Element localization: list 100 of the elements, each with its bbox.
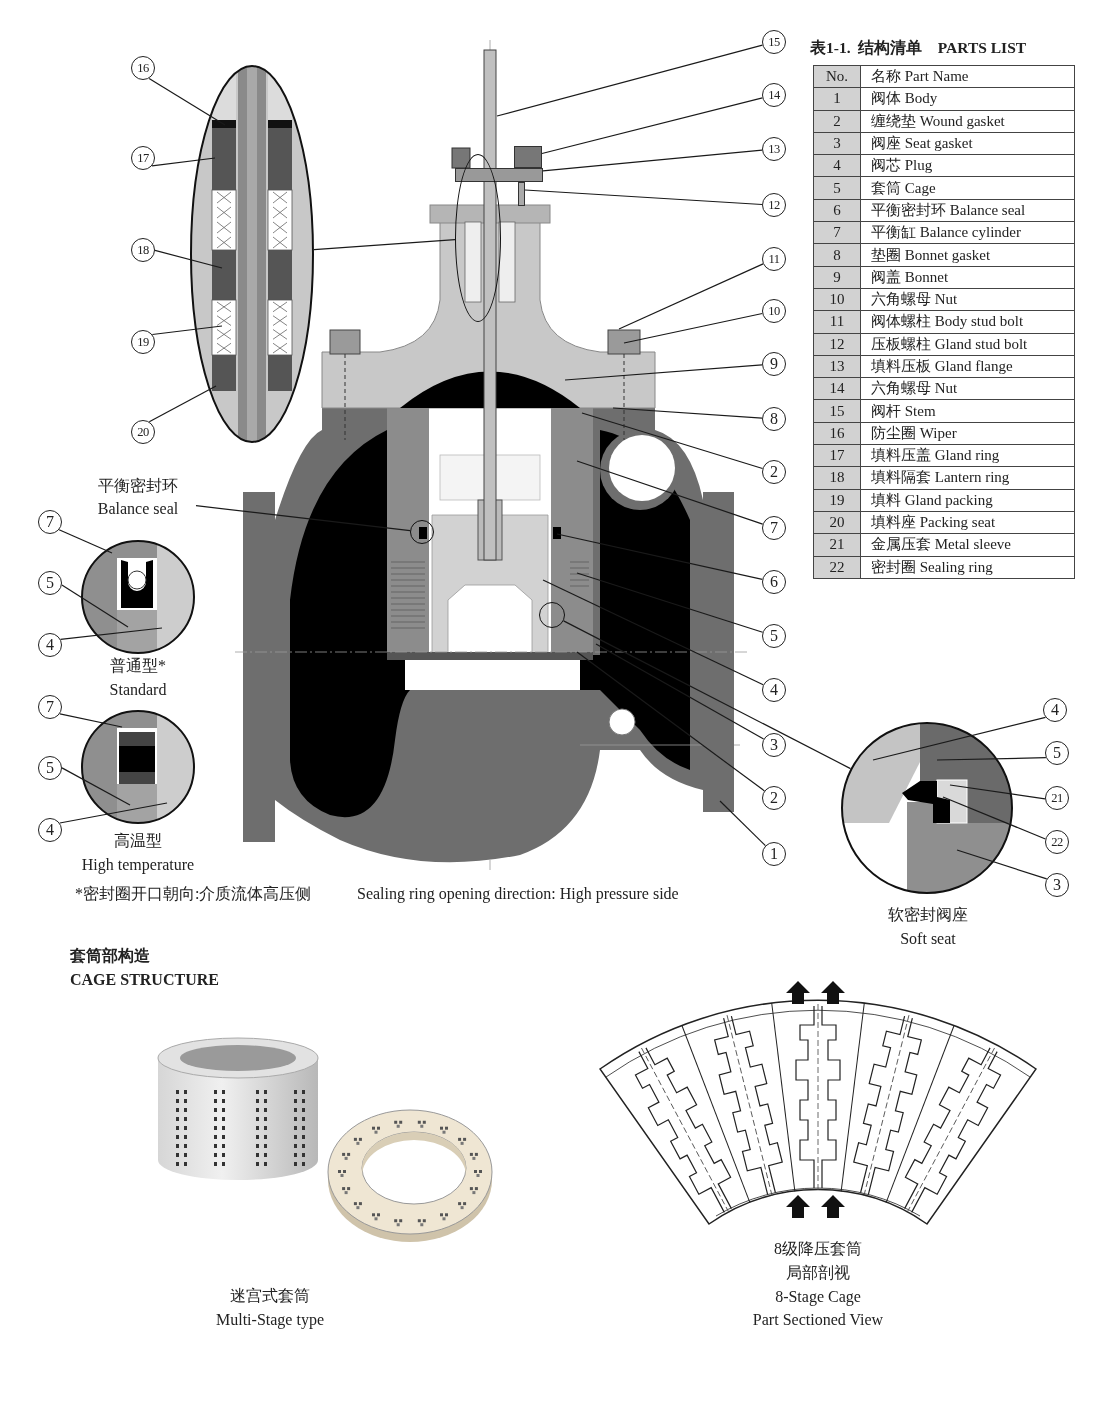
- callout-number: 2: [762, 786, 786, 810]
- part-name: 平衡缸 Balance cylinder: [860, 221, 1075, 244]
- part-number: 8: [813, 243, 861, 267]
- detail-caption: Soft seat: [900, 930, 956, 947]
- part-name: 密封圈 Sealing ring: [860, 556, 1075, 579]
- hex-nut: [514, 146, 542, 168]
- leader-line: [541, 97, 763, 155]
- callout-number: 5: [38, 756, 62, 780]
- part-number: 12: [813, 333, 861, 356]
- leader-line: [612, 407, 763, 419]
- part-label: 平衡密封环: [98, 476, 178, 496]
- part-number: 4: [813, 154, 861, 177]
- part-name: 金属压套 Metal sleeve: [860, 533, 1075, 557]
- callout-number: 7: [38, 695, 62, 719]
- part-name: 垫圈 Bonnet gasket: [860, 243, 1075, 267]
- leader-line: [524, 189, 763, 206]
- part-number: 11: [813, 310, 861, 334]
- part-name: 套筒 Cage: [860, 177, 1075, 200]
- callout-number: 11: [762, 247, 786, 271]
- callout-number: 2: [762, 460, 786, 484]
- leader-line: [148, 77, 226, 126]
- leader-line: [195, 505, 411, 532]
- leader-line: [576, 572, 764, 633]
- part-number: 17: [813, 444, 861, 467]
- callout-number: 5: [38, 571, 62, 595]
- column-header: 名称 Part Name: [860, 65, 1075, 88]
- part-number: 19: [813, 489, 861, 512]
- callout-number: 4: [38, 633, 62, 657]
- leader-line: [59, 627, 163, 640]
- callout-number: 7: [38, 510, 62, 534]
- part-number: 6: [813, 199, 861, 222]
- part-number: 9: [813, 266, 861, 289]
- part-name: 填料座 Packing seat: [860, 511, 1075, 534]
- caption-text: Sealing ring opening direction: High pressure side: [357, 884, 679, 904]
- callout-number: 13: [762, 137, 786, 161]
- part-number: 2: [813, 110, 861, 133]
- detail-caption: 普通型*: [110, 657, 166, 674]
- part-number: 21: [813, 533, 861, 557]
- section-heading: CAGE STRUCTURE: [70, 970, 219, 990]
- callout-number: 4: [1043, 698, 1067, 722]
- part-name: 填料隔套 Lantern ring: [860, 466, 1075, 490]
- part-number: 22: [813, 556, 861, 579]
- part-number: 1: [813, 87, 861, 111]
- callout-number: 19: [131, 330, 155, 354]
- callout-number: 6: [762, 570, 786, 594]
- leader-line: [58, 529, 113, 554]
- part-name: 阀盖 Bonnet: [860, 266, 1075, 289]
- leader-line: [496, 44, 763, 117]
- part-name: 阀杆 Stem: [860, 399, 1075, 423]
- callout-number: 3: [1045, 873, 1069, 897]
- soft-seat-detail-drawing: [841, 722, 1013, 894]
- callout-number: 3: [762, 733, 786, 757]
- part-name: 填料压板 Gland flange: [860, 355, 1075, 378]
- detail-caption: 高温型: [114, 832, 162, 849]
- leader-line: [556, 533, 763, 580]
- callout-number: 5: [762, 624, 786, 648]
- part-number: 10: [813, 288, 861, 311]
- part-name: 防尘圈 Wiper: [860, 422, 1075, 445]
- callout-number: 1: [762, 842, 786, 866]
- part-name: 平衡密封环 Balance seal: [860, 199, 1075, 222]
- part-number: 18: [813, 466, 861, 490]
- caption-text: 局部剖视: [785, 1263, 851, 1283]
- part-name: 阀体 Body: [860, 87, 1075, 111]
- leader-line: [949, 784, 1046, 800]
- leader-line: [956, 849, 1048, 880]
- callout-number: 14: [762, 83, 786, 107]
- part-name: 阀体螺柱 Body stud bolt: [860, 310, 1075, 334]
- leader-line: [581, 412, 764, 470]
- part-number: 3: [813, 132, 861, 155]
- leader-line: [154, 249, 223, 269]
- callout-number: 18: [131, 238, 155, 262]
- callout-number: 20: [131, 420, 155, 444]
- section-heading: 套筒部构造: [70, 946, 150, 966]
- part-number: 13: [813, 355, 861, 378]
- callout-number: 16: [131, 56, 155, 80]
- leader-line: [59, 713, 123, 728]
- callout-number: 12: [762, 193, 786, 217]
- part-name: 压板螺柱 Gland stud bolt: [860, 333, 1075, 356]
- leader-line: [59, 802, 168, 824]
- leader-line: [936, 757, 1047, 761]
- leader-line: [313, 239, 456, 251]
- part-name: 填料压盖 Gland ring: [860, 444, 1075, 467]
- part-name: 阀芯 Plug: [860, 154, 1075, 177]
- caption-text: 8-Stage Cage: [774, 1287, 862, 1307]
- callout-number: 7: [762, 516, 786, 540]
- part-number: 5: [813, 177, 861, 200]
- detail-caption: 软密封阀座: [888, 906, 968, 923]
- callout-number: 5: [1045, 741, 1069, 765]
- callout-number: 21: [1045, 786, 1069, 810]
- leader-line: [595, 643, 765, 740]
- leader-line: [623, 312, 763, 344]
- stud-bolt: [518, 182, 525, 206]
- leader-line: [942, 796, 1046, 840]
- caption-text: *密封圈开口朝向:介质流体高压侧: [75, 884, 312, 904]
- part-number: 7: [813, 221, 861, 244]
- table-title: 表1-1. 结构清单 PARTS LIST: [810, 38, 1027, 58]
- leader-line: [618, 263, 764, 330]
- part-number: 20: [813, 511, 861, 534]
- leader-line: [576, 651, 765, 792]
- leader-line: [542, 149, 763, 172]
